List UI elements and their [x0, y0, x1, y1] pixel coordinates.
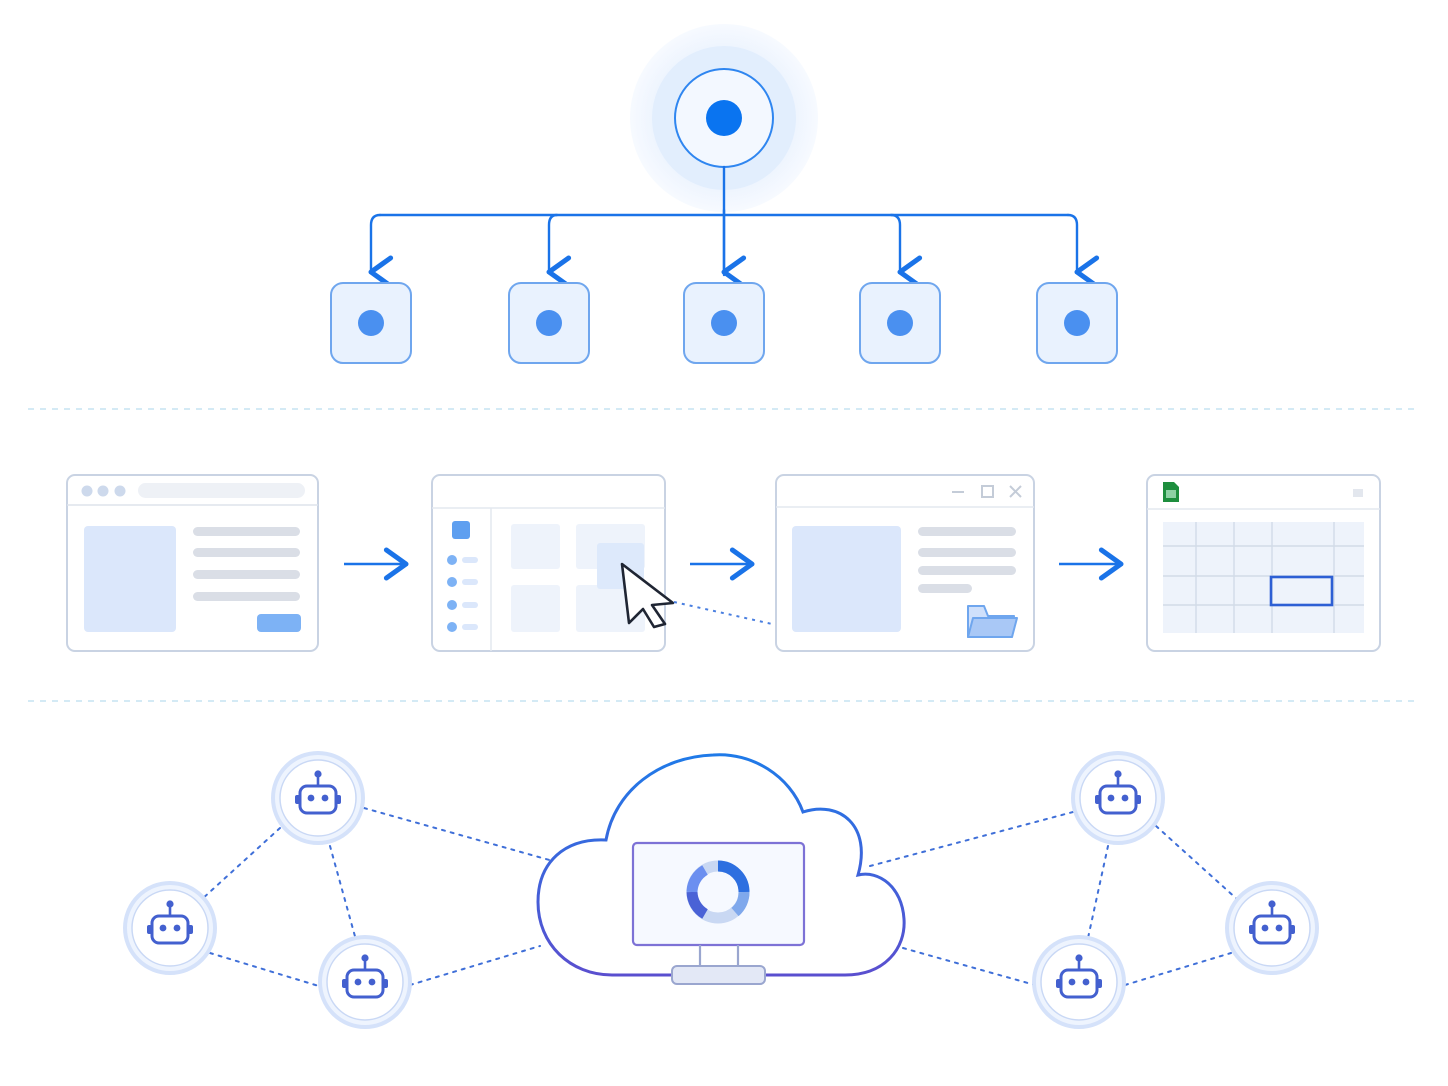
text-line	[193, 527, 300, 536]
robot-icon[interactable]	[1032, 935, 1126, 1029]
cloud-monitor-icon[interactable]	[536, 753, 906, 985]
robot-icon[interactable]	[318, 935, 412, 1029]
image-placeholder	[792, 526, 901, 632]
app-logo	[452, 521, 470, 539]
image-placeholder	[84, 526, 176, 632]
desktop-window[interactable]	[775, 474, 1035, 652]
robot-icon[interactable]	[1071, 751, 1165, 845]
text-line	[193, 570, 300, 579]
spreadsheet-grid	[1163, 522, 1364, 633]
monitor-base	[671, 965, 766, 985]
selected-cell[interactable]	[1269, 575, 1334, 607]
app-window[interactable]	[431, 474, 675, 652]
root-node-icon[interactable]	[674, 68, 774, 168]
robot-icon[interactable]	[271, 751, 365, 845]
robot-icon[interactable]	[123, 881, 217, 975]
hierarchy-connectors	[368, 165, 1100, 289]
monitor-screen	[631, 841, 806, 947]
browser-dots-icon	[81, 485, 126, 497]
window-control	[1353, 489, 1363, 497]
dotted-link	[673, 601, 773, 625]
close-icon	[1009, 485, 1022, 498]
text-line	[193, 592, 300, 601]
network-links	[200, 807, 1239, 988]
cta-button[interactable]	[257, 614, 301, 632]
spreadsheet-window[interactable]	[1146, 474, 1381, 652]
text-line	[193, 548, 300, 557]
child-node-icon[interactable]	[508, 282, 590, 364]
child-node-icon[interactable]	[330, 282, 412, 364]
maximize-icon	[981, 485, 994, 498]
cursor-icon	[620, 562, 675, 629]
progress-ring-icon	[686, 860, 750, 924]
agent-network	[123, 751, 1319, 1029]
connector-5	[1066, 213, 1100, 289]
window-controls	[952, 485, 1022, 498]
child-node-icon[interactable]	[859, 282, 941, 364]
address-bar	[138, 483, 305, 498]
workflow-row	[66, 474, 1381, 652]
content-tiles	[511, 524, 645, 632]
sidebar-items	[447, 555, 478, 632]
connector-4	[889, 213, 923, 289]
folder-icon	[967, 605, 1018, 638]
text-line	[918, 566, 1016, 575]
browser-window[interactable]	[66, 474, 319, 652]
text-line	[918, 548, 1016, 557]
monitor-stand	[698, 945, 740, 965]
robot-agents	[123, 751, 1319, 1029]
child-node-icon[interactable]	[1036, 282, 1118, 364]
child-node-icon[interactable]	[683, 282, 765, 364]
hierarchy-diagram	[330, 24, 1118, 364]
child-nodes	[330, 282, 1118, 364]
connector-1	[368, 213, 394, 289]
text-line	[918, 527, 1016, 536]
sheets-icon	[1163, 482, 1179, 502]
connector-2	[546, 213, 572, 289]
robot-icon[interactable]	[1225, 881, 1319, 975]
text-line	[918, 584, 972, 593]
